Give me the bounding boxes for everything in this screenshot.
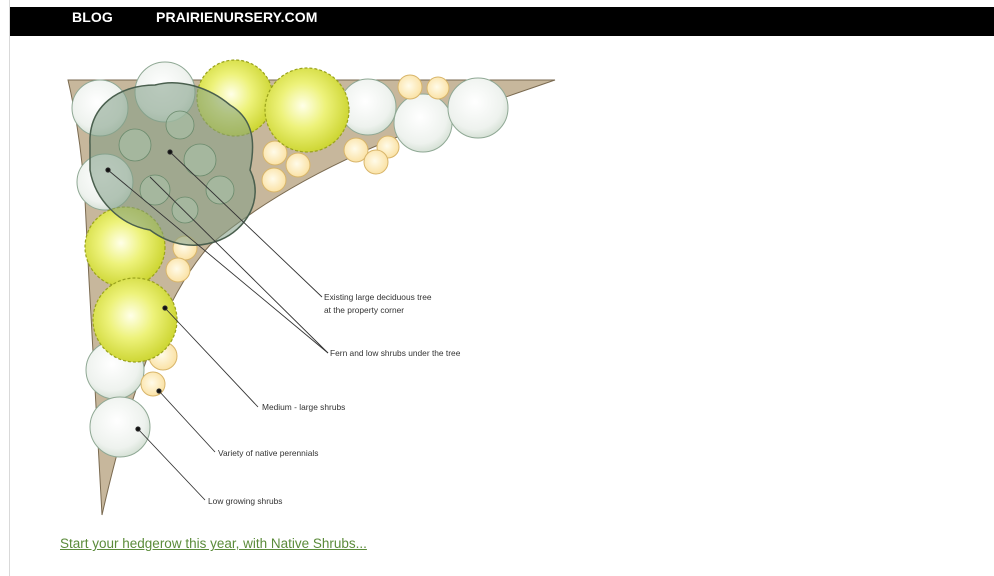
- page-left-border: [9, 0, 10, 576]
- native-shrubs-link[interactable]: Start your hedgerow this year, with Nati…: [60, 536, 367, 551]
- native-perennials: [140, 74, 450, 397]
- leader-lines: [105, 149, 329, 501]
- fern-understory: [118, 110, 235, 224]
- top-nav-bar: BLOG PRAIRIENURSERY.COM: [10, 7, 994, 36]
- caption-tree-line1: Existing large deciduous tree: [324, 292, 432, 302]
- caption-perennials: Variety of native perennials: [218, 448, 318, 458]
- nav-blog-link[interactable]: BLOG: [72, 9, 113, 25]
- caption-low-shrubs: Low growing shrubs: [208, 496, 282, 506]
- caption-medium-shrubs: Medium - large shrubs: [262, 402, 345, 412]
- caption-tree-line2: at the property corner: [324, 305, 404, 315]
- hedgerow-plan-illustration: Existing large deciduous tree at the pro…: [67, 59, 556, 516]
- existing-tree-canopy: [89, 82, 256, 246]
- medium-large-shrubs: [84, 59, 350, 363]
- caption-fern: Fern and low shrubs under the tree: [330, 348, 461, 358]
- nav-site-link[interactable]: PRAIRIENURSERY.COM: [156, 9, 318, 25]
